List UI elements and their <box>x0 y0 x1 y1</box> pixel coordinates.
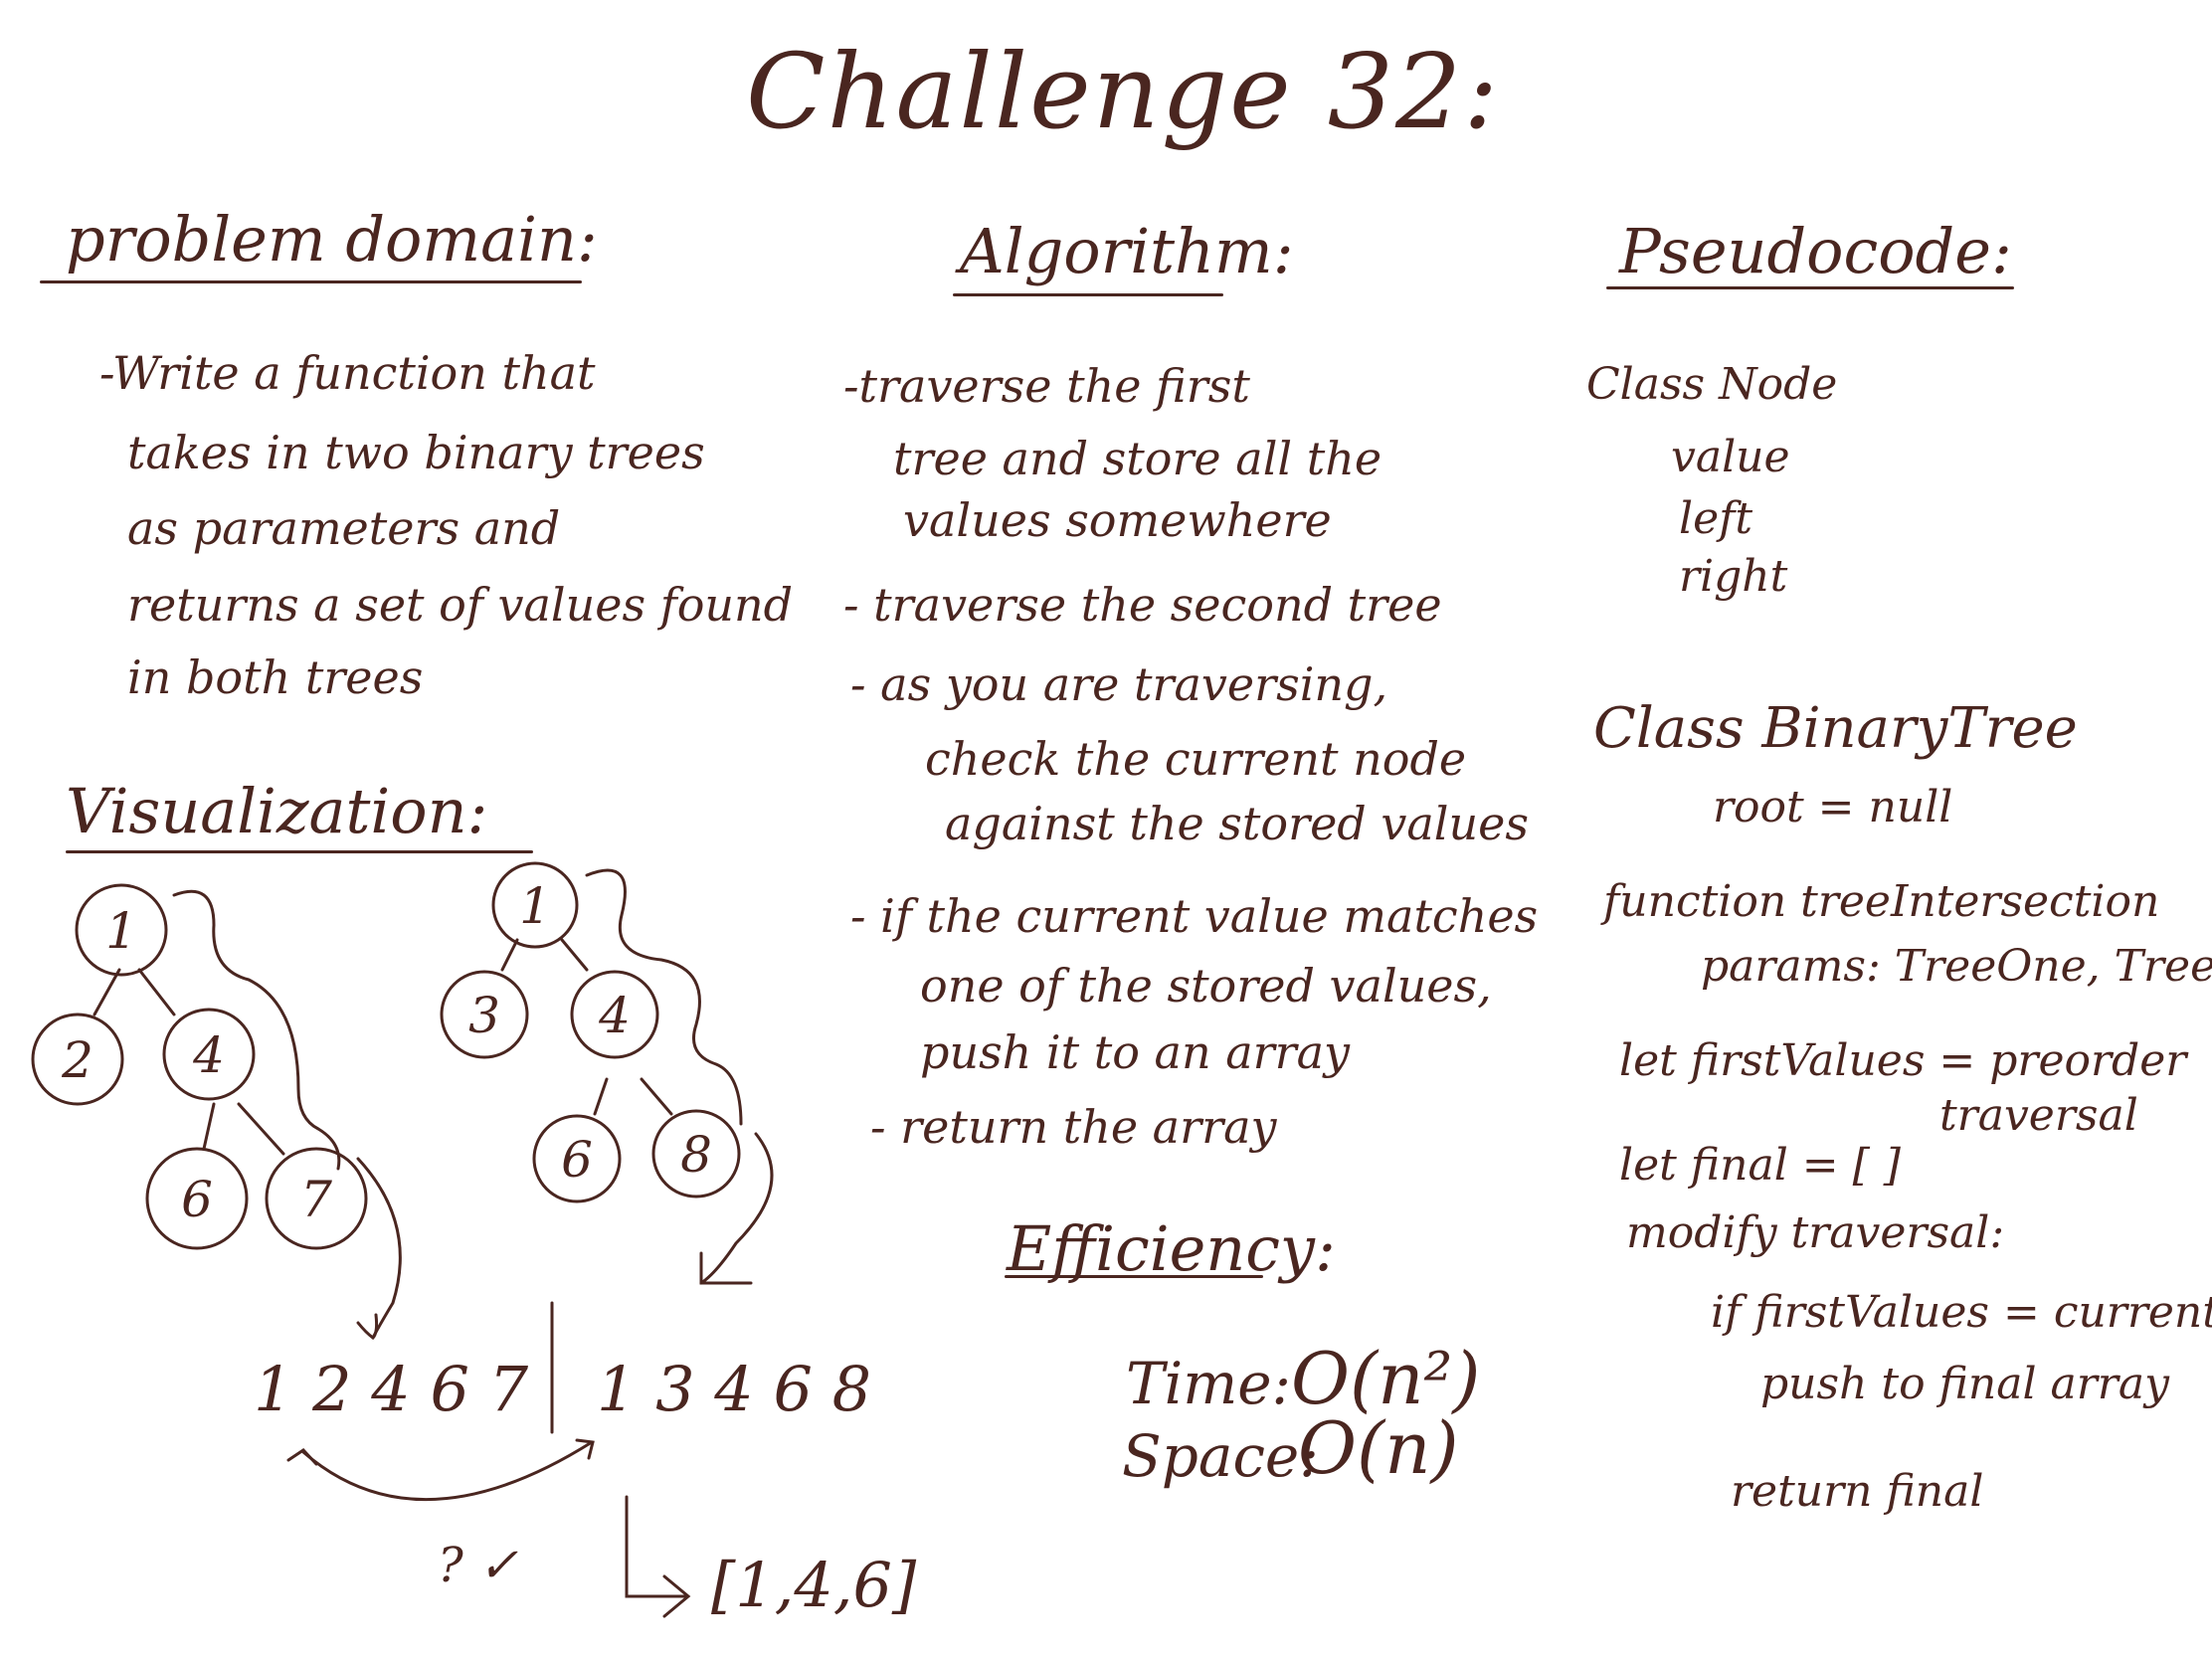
tree-two-node: 6 <box>532 1114 622 1203</box>
svg-text:6: 6 <box>561 1131 593 1189</box>
time-label: Time: <box>1126 1350 1292 1417</box>
pseudocode-line: Class BinaryTree <box>1593 696 2078 761</box>
tree-one-node: 7 <box>265 1147 368 1250</box>
svg-text:4: 4 <box>598 987 631 1044</box>
problem-line: in both trees <box>127 650 424 704</box>
tree-two-node: 8 <box>651 1109 741 1198</box>
algorithm-line: values somewhere <box>903 493 1332 547</box>
pseudocode-line: Class Node <box>1586 359 1838 410</box>
algorithm-line: push it to an array <box>920 1025 1351 1079</box>
svg-text:1: 1 <box>519 877 551 935</box>
efficiency-heading: Efficiency: <box>1007 1212 1336 1285</box>
algorithm-line: against the stored values <box>945 797 1529 850</box>
problem-domain-underline <box>40 280 582 283</box>
pseudocode-line: root = null <box>1713 782 1953 832</box>
algorithm-line: - traverse the second tree <box>843 578 1442 632</box>
page-title: Challenge 32: <box>746 31 1501 152</box>
result-array: [1,4,6] <box>711 1549 917 1621</box>
compare-marks: ? ✓ <box>438 1538 518 1593</box>
problem-line: takes in two binary trees <box>127 426 705 479</box>
svg-text:1: 1 <box>105 902 137 960</box>
algorithm-line: one of the stored values, <box>920 959 1492 1013</box>
pseudocode-line: if firstValues = current, <box>1711 1287 2212 1338</box>
tree-one-node: 2 <box>31 1013 124 1106</box>
pseudocode-line: function treeIntersection <box>1603 876 2160 927</box>
sequence-two: 1 3 4 6 8 <box>597 1353 871 1425</box>
pseudocode-line: params: TreeOne, TreeTwo <box>1701 941 2212 992</box>
pseudocode-heading: Pseudocode: <box>1619 215 2012 287</box>
tree-two-node: 4 <box>570 970 659 1059</box>
problem-domain-heading: problem domain: <box>66 203 598 276</box>
tree-edge <box>560 938 589 972</box>
tree-one-node: 6 <box>145 1147 249 1250</box>
tree-one-node: 1 <box>75 883 168 977</box>
tree-edge <box>640 1077 673 1116</box>
pseudocode-line: push to final array <box>1760 1359 2169 1409</box>
space-label: Space: <box>1122 1422 1319 1490</box>
tree-edge <box>92 968 121 1016</box>
pseudocode-line: right <box>1679 551 1788 602</box>
algorithm-line: tree and store all the <box>893 432 1382 485</box>
pseudocode-line: let firstValues = preorder <box>1619 1035 2187 1086</box>
algorithm-line: check the current node <box>925 732 1467 786</box>
problem-line: as parameters and <box>127 501 561 555</box>
algorithm-line: -traverse the first <box>843 359 1250 413</box>
problem-line: -Write a function that <box>99 346 596 400</box>
svg-text:4: 4 <box>192 1026 225 1084</box>
svg-text:6: 6 <box>181 1171 213 1228</box>
tree-one-node: 4 <box>162 1008 256 1101</box>
sequence-one: 1 2 4 6 7 <box>254 1353 529 1425</box>
efficiency-underline <box>1005 1275 1263 1278</box>
tree-two-node: 3 <box>440 970 529 1059</box>
tree-two-node: 1 <box>491 861 579 949</box>
pseudocode-line: return final <box>1731 1466 1984 1517</box>
tree-edge <box>137 968 176 1016</box>
pseudocode-line: modify traversal: <box>1626 1207 2005 1258</box>
visualization-heading: Visualization: <box>66 775 488 847</box>
algorithm-underline <box>953 293 1223 296</box>
algorithm-heading: Algorithm: <box>960 215 1294 287</box>
tree-edge <box>593 1077 609 1116</box>
svg-text:7: 7 <box>300 1171 332 1228</box>
pseudocode-line: traversal <box>1939 1090 2138 1141</box>
tree-edge <box>500 938 519 972</box>
visualization-underline <box>66 850 533 853</box>
pseudocode-line: value <box>1671 432 1790 482</box>
space-complexity: O(n) <box>1298 1406 1459 1490</box>
svg-text:2: 2 <box>61 1031 93 1089</box>
svg-text:8: 8 <box>680 1126 712 1184</box>
tree-edge <box>237 1102 285 1156</box>
tree-edge <box>202 1102 216 1151</box>
pseudocode-line: let final = [ ] <box>1619 1140 1901 1191</box>
problem-line: returns a set of values found <box>127 578 794 632</box>
pseudocode-line: left <box>1679 493 1753 544</box>
algorithm-line: - as you are traversing, <box>850 657 1388 711</box>
algorithm-line: - return the array <box>870 1100 1277 1154</box>
time-complexity: O(n²) <box>1291 1337 1481 1420</box>
algorithm-line: - if the current value matches <box>850 889 1539 943</box>
pseudocode-underline <box>1606 286 2014 289</box>
svg-text:3: 3 <box>468 987 500 1044</box>
